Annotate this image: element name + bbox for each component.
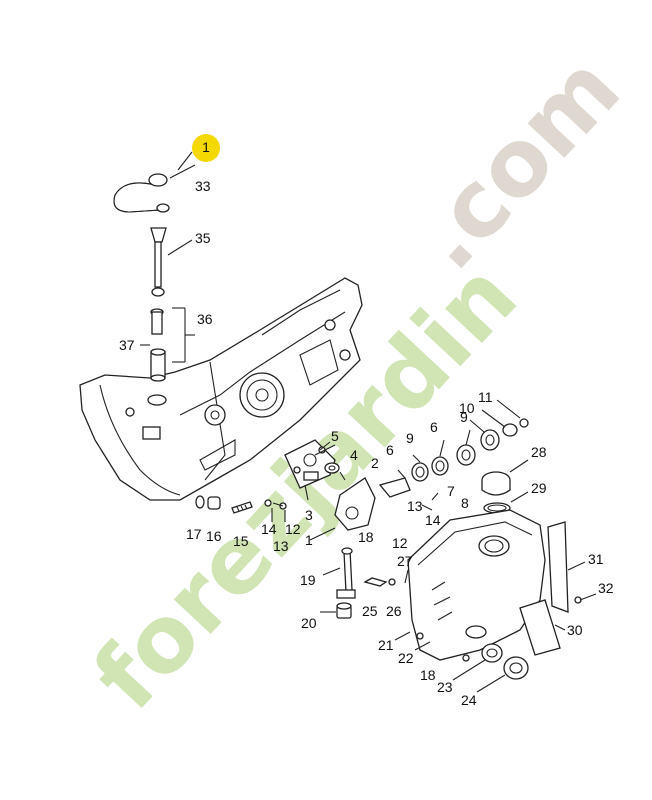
- part-label: 25: [362, 603, 378, 619]
- part-label: 35: [195, 230, 211, 246]
- part-label: 6: [386, 442, 394, 458]
- pickup-body-part: [150, 227, 193, 297]
- part-label: 18: [420, 667, 436, 683]
- part-label: 36: [197, 311, 213, 327]
- tank-cap-part: [481, 459, 529, 514]
- part-label: 27: [397, 553, 413, 569]
- part-label: 19: [300, 572, 316, 588]
- part-label: 10: [459, 400, 475, 416]
- part-label: 12: [285, 521, 301, 537]
- part-label: 9: [406, 430, 414, 446]
- guide-plate-part: [519, 521, 597, 656]
- part-label: 26: [386, 603, 402, 619]
- part-labels: 33 35 36 37 5 4 2 1 3 6 6 9 9 10 11 28 2…: [119, 178, 614, 708]
- part-label: 9: [460, 409, 468, 425]
- part-label: 13: [407, 498, 423, 514]
- oil-filter-part: [140, 307, 195, 382]
- part-label: 30: [567, 622, 583, 638]
- part-label: 32: [598, 580, 614, 596]
- part-label: 14: [425, 512, 441, 528]
- small-parts-row: [195, 495, 287, 522]
- part-label: 7: [447, 483, 455, 499]
- oil-tank-housing: [407, 509, 546, 662]
- part-label: 14: [261, 521, 277, 537]
- part-label: 12: [392, 535, 408, 551]
- part-label: 6: [430, 419, 438, 435]
- part-label: 1: [305, 532, 313, 548]
- part-label: 15: [233, 533, 249, 549]
- part-label: 2: [371, 455, 379, 471]
- part-label: 22: [398, 650, 414, 666]
- highlight-marker: 1: [177, 134, 220, 171]
- part-label: 29: [531, 480, 547, 496]
- part-label: 5: [331, 428, 339, 444]
- bearing-part: [481, 643, 529, 680]
- oil-hose-part: [113, 164, 196, 213]
- part-label: 20: [301, 615, 317, 631]
- part-label: 3: [305, 507, 313, 523]
- crankcase-housing: [79, 277, 363, 501]
- part-label: 17: [186, 526, 202, 542]
- part-label: 28: [531, 444, 547, 460]
- part-label: 8: [461, 495, 469, 511]
- watermark-suffix: .com: [393, 35, 641, 290]
- part-label: 31: [588, 551, 604, 567]
- pump-plunger-part: [322, 547, 396, 619]
- part-label: 37: [119, 337, 135, 353]
- part-label: 11: [478, 389, 493, 405]
- part-label: 33: [195, 178, 211, 194]
- part-label: 13: [273, 538, 289, 554]
- highlight-marker-label: 1: [202, 139, 210, 155]
- oil-pump-assembly: [284, 439, 411, 541]
- part-label: 24: [461, 692, 477, 708]
- part-label: 16: [206, 528, 222, 544]
- part-label: 23: [437, 679, 453, 695]
- part-label: 18: [358, 529, 374, 545]
- leader-lines: [314, 399, 566, 693]
- part-label: 4: [350, 447, 358, 463]
- washer-stack: [411, 418, 529, 482]
- part-label: 21: [378, 637, 394, 653]
